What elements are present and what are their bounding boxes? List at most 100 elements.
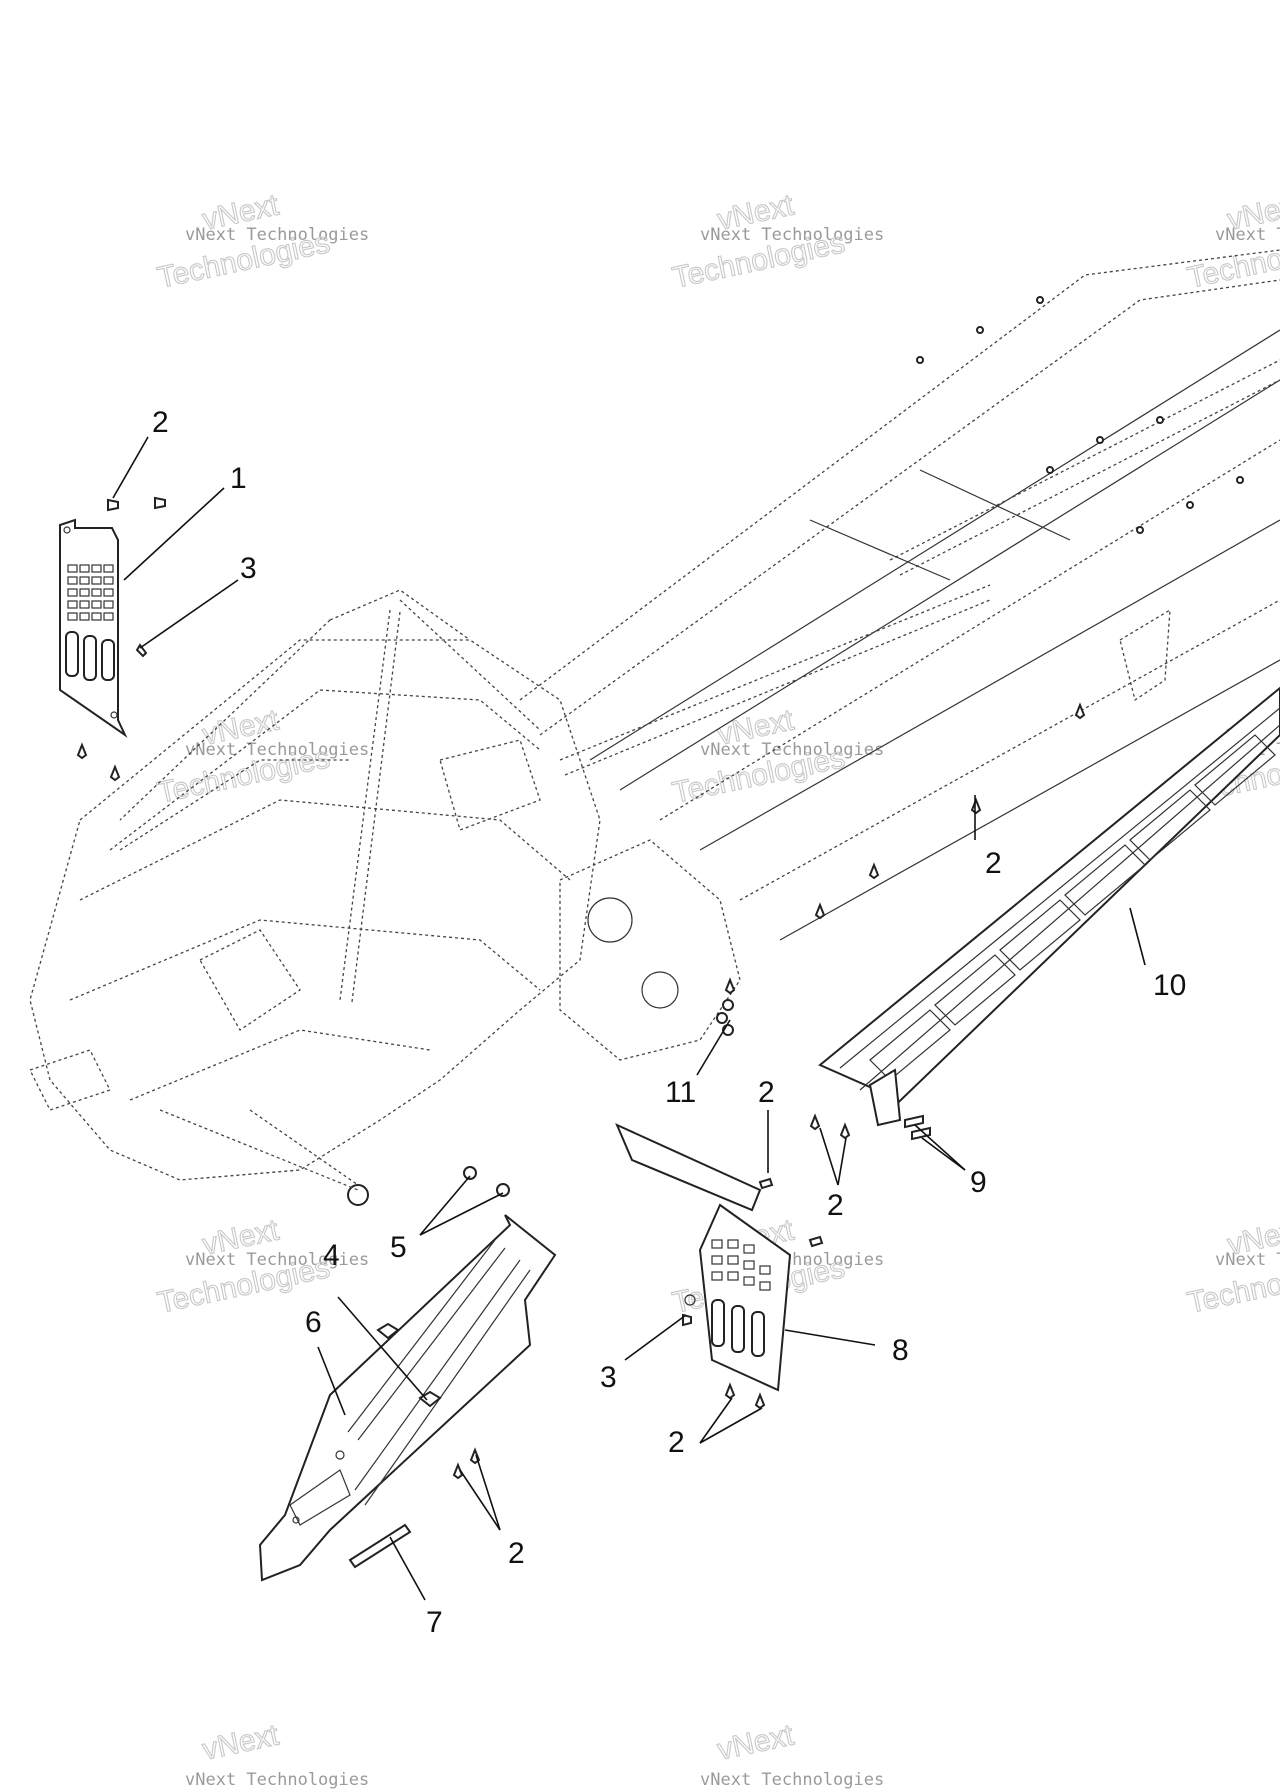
watermark-line: vNext Technologies: [700, 225, 884, 245]
bulkhead-outline: [29, 639, 601, 1181]
callout-8: 8: [892, 1334, 909, 1367]
watermark-group: vNext vNext Technologies Technologies: [669, 188, 884, 295]
part-8-vent-panel: [615, 1123, 792, 1392]
frame-tube: [119, 759, 350, 851]
vent-panel-slots: [711, 1239, 771, 1357]
tunnel-side-rail: [659, 439, 1280, 821]
callout-7: 7: [426, 1606, 443, 1639]
part-8-screws: [682, 1113, 851, 1410]
watermark-line: vNext Technologies: [185, 1250, 369, 1270]
callout-3: 3: [600, 1361, 617, 1394]
callout-9: 9: [970, 1166, 987, 1199]
callout-4: 4: [323, 1239, 340, 1272]
callout-2: 2: [827, 1189, 844, 1222]
rear-bracket: [1119, 608, 1171, 702]
watermark-group: vNext vNext Technologies Technologies: [1184, 1213, 1280, 1320]
tunnel-panel-edge: [809, 519, 951, 581]
watermark-group: vNext vNext Technologies Technologies: [154, 703, 369, 810]
bearing-hole: [641, 971, 679, 1009]
cooler-strip: [559, 584, 991, 761]
leader-lines: [112, 436, 1146, 1601]
part-9-push-rivets: [904, 1114, 931, 1141]
frame-tube: [329, 589, 471, 641]
running-board-edge: [839, 707, 1280, 1069]
tunnel-rail-line: [619, 379, 1280, 791]
tunnel-panel-edge: [919, 469, 1071, 541]
frame-tube: [119, 619, 331, 821]
callout-2: 2: [758, 1076, 775, 1109]
bulkhead-low: [69, 919, 541, 1001]
vent-panel-slots: [65, 564, 115, 681]
front-bracket: [199, 929, 301, 1031]
callout-10: 10: [1153, 969, 1186, 1002]
watermark-group: vNext vNext Technologies Technologies: [154, 188, 369, 295]
part-6-screws: [452, 1447, 481, 1480]
side-panel-slot: [357, 1247, 506, 1441]
tunnel-upper-rail: [539, 279, 1280, 736]
watermark-line: vNext Technologies: [1215, 1250, 1280, 1270]
chassis-frame: [29, 249, 1280, 1206]
callout-2: 2: [508, 1537, 525, 1570]
callout-2: 2: [985, 847, 1002, 880]
watermark-name: vNext: [200, 1718, 283, 1766]
bumper-post: [347, 1184, 369, 1206]
vent-panel-bracket: [615, 1123, 762, 1212]
watermark-name: vNext: [715, 1718, 798, 1766]
side-panel-slot: [364, 1269, 531, 1506]
watermarks: vNext vNext Technologies Technologies vN…: [154, 188, 1280, 1790]
front-bracket: [29, 1049, 111, 1111]
watermark-line: vNext Technologies: [700, 740, 884, 760]
side-panel-label-area: [289, 1469, 351, 1526]
side-panel-slot: [347, 1239, 496, 1433]
callouts: 2 1 3 2 10 11 2 2 9 5 4 6 3 8 2 2 7: [152, 406, 1186, 1639]
part-4-grommets: [376, 1322, 442, 1408]
vent-panel-outline: [59, 518, 128, 738]
cooler-strip: [899, 379, 1280, 576]
watermark-group: vNext vNext Technologies: [700, 1718, 884, 1790]
callout-11: 11: [665, 1076, 696, 1109]
engine-plate: [559, 839, 741, 1061]
watermark-group: vNext vNext Technologies Technologies: [1184, 188, 1280, 295]
bulkhead-bottom: [129, 1029, 431, 1101]
running-board-edge: [859, 724, 1280, 1091]
frame-tube: [249, 1109, 359, 1186]
watermark-line: vNext Technologies: [1215, 225, 1280, 245]
callout-5: 5: [390, 1231, 407, 1264]
part-11-nuts: [716, 999, 734, 1036]
part-7-trim-strip: [348, 1523, 412, 1569]
running-board-end-cap: [868, 1068, 902, 1127]
steering-post: [339, 609, 391, 1001]
tunnel-lower-rail: [739, 599, 1280, 901]
callout-2: 2: [668, 1426, 685, 1459]
callout-2: 2: [152, 406, 169, 439]
watermark-line: vNext Technologies: [700, 1770, 884, 1790]
part-6-side-panel: [258, 1214, 557, 1582]
watermark-line: vNext Technologies: [185, 1770, 369, 1790]
callout-3: 3: [240, 552, 257, 585]
trim-strip: [348, 1523, 412, 1569]
bulkhead-mid: [79, 799, 571, 901]
part-10-running-board: [818, 686, 1280, 1127]
cooler-strip: [889, 359, 1280, 561]
watermark-group: vNext vNext Technologies: [185, 1718, 369, 1790]
cooler-strip: [564, 599, 991, 776]
frame-fasteners: [724, 702, 1086, 995]
tunnel-side-rail: [699, 519, 1280, 851]
bulkhead-upper: [109, 689, 541, 851]
frame-tube: [399, 599, 541, 731]
part-1-screws: [76, 496, 166, 782]
part-5-nuts: [463, 1166, 510, 1197]
tunnel-bottom-edge: [779, 659, 1280, 941]
steering-post: [351, 611, 401, 1003]
tunnel-top-edge: [519, 249, 1280, 701]
tunnel-rail-line: [589, 329, 1280, 761]
tunnel-rivets: [916, 296, 1244, 534]
watermark-line: vNext Technologies: [185, 740, 369, 760]
watermark-line: vNext Technologies: [185, 225, 369, 245]
frame-tube: [159, 1109, 359, 1191]
side-panel-slot: [354, 1259, 521, 1491]
bearing-hole: [587, 897, 633, 943]
part-1-vent-panel: [59, 518, 128, 738]
callout-6: 6: [305, 1306, 322, 1339]
running-board-outline: [818, 686, 1280, 1122]
